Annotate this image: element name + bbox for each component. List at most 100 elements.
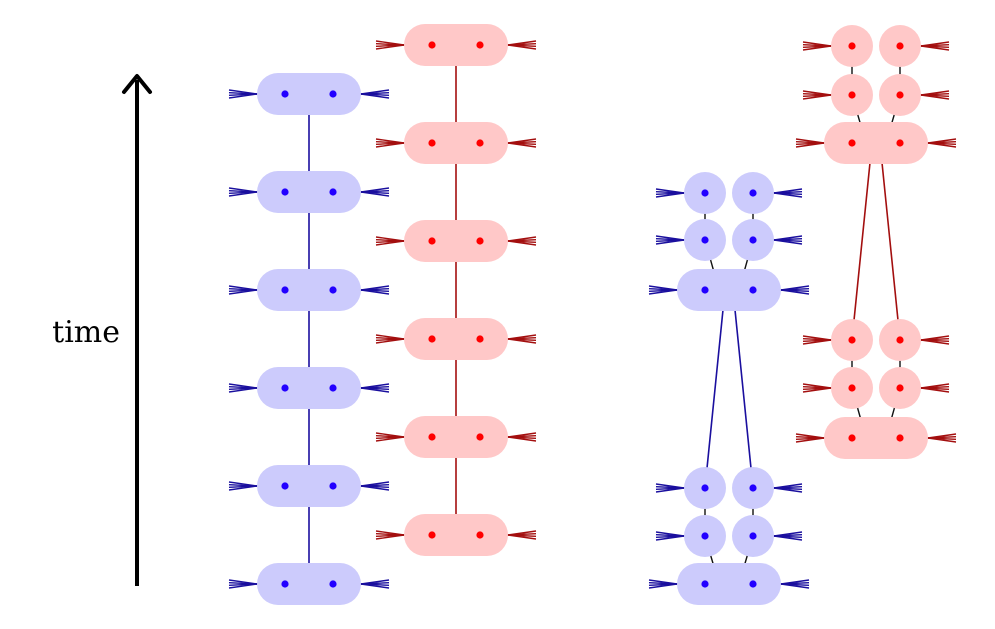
- red-pill-4-body: [404, 318, 508, 360]
- red-pill-6-legs-right-line: [507, 534, 537, 540]
- blue-pair-upper-1-legs-left-line: [655, 192, 685, 198]
- red-pill-3-body: [404, 220, 508, 262]
- blue-pill-6-body: [257, 563, 361, 605]
- blue-pill-5: [228, 465, 390, 507]
- blue-pill-5-particle-left: [281, 482, 289, 490]
- red-pair-lower-1-legs-left-line: [802, 339, 832, 345]
- blue-pill-5-legs-left: [228, 481, 258, 491]
- red-pill-upper-merged-legs-right: [927, 138, 957, 148]
- red-pill-lower-merged-legs-left: [795, 433, 825, 443]
- blue-pill-2-legs-left: [228, 187, 258, 197]
- red-pill-3-legs-left: [375, 236, 405, 246]
- blue-pair-upper-2-legs-left: [655, 235, 685, 245]
- red-pair-upper-1-particle-left: [848, 42, 856, 50]
- blue-pill-6-particle-left: [281, 580, 289, 588]
- blue-pill-2-legs-right: [360, 187, 390, 197]
- blue-pill-3-particle-right: [329, 286, 337, 294]
- blue-pill-3-particle-left: [281, 286, 289, 294]
- blue-pill-3-legs-right: [360, 285, 390, 295]
- blue-pill-1-particle-right: [329, 90, 337, 98]
- blue-pair-lower-1-legs-right-line: [773, 487, 803, 493]
- red-pill-5-legs-right-line: [507, 436, 537, 442]
- red-pair-lower-2-particle-right: [896, 384, 904, 392]
- blue-pair-lower-2: [655, 515, 803, 557]
- red-pill-5-particle-left: [428, 433, 436, 441]
- red-pair-lower-1-particle-left: [848, 336, 856, 344]
- blue-pill-6-legs-right-line: [360, 583, 390, 589]
- blue-pair-upper-2: [655, 219, 803, 261]
- blue-pair-upper-2-particle-right: [749, 236, 757, 244]
- blue-pill-2-legs-left-line: [228, 191, 258, 197]
- blue-pill-lower-merged-legs-left-line: [648, 583, 678, 589]
- blue-pill-6-particle-right: [329, 580, 337, 588]
- blue-pill-4-body: [257, 367, 361, 409]
- blue-pill-lower-merged-legs-right: [780, 579, 810, 589]
- blue-pill-1-legs-right-line: [360, 93, 390, 99]
- red-pill-1-legs-right-line: [507, 44, 537, 50]
- blue-pill-4: [228, 367, 390, 409]
- red-long-line-left: [851, 142, 873, 341]
- red-pill-2-legs-right: [507, 138, 537, 148]
- blue-pair-lower-1-legs-left: [655, 483, 685, 493]
- blue-pill-5-legs-right: [360, 481, 390, 491]
- blue-pill-4-particle-right: [329, 384, 337, 392]
- red-pill-4-legs-right: [507, 334, 537, 344]
- blue-pair-upper-1-legs-left: [655, 188, 685, 198]
- red-pair-lower-1-particle-right: [896, 336, 904, 344]
- red-pill-1-legs-left-line: [375, 44, 405, 50]
- blue-pill-upper-merged-particle-left: [701, 286, 709, 294]
- red-pill-3-legs-right: [507, 236, 537, 246]
- red-pill-4: [375, 318, 537, 360]
- red-pair-upper-1-legs-left: [802, 41, 832, 51]
- red-pair-lower-2-legs-right: [920, 383, 950, 393]
- red-pill-lower-merged-legs-left-line: [795, 437, 825, 443]
- red-pill-1-particle-left: [428, 41, 436, 49]
- blue-pill-1-legs-left: [228, 89, 258, 99]
- blue-pair-upper-2-particle-left: [701, 236, 709, 244]
- red-pill-2-legs-right-line: [507, 142, 537, 148]
- red-pill-5-legs-left-line: [375, 436, 405, 442]
- blue-pill-2: [228, 171, 390, 213]
- red-pair-upper-2-legs-left-line: [802, 94, 832, 100]
- red-pair-upper-2-legs-left: [802, 90, 832, 100]
- blue-pill-4-particle-left: [281, 384, 289, 392]
- red-pill-3-particle-left: [428, 237, 436, 245]
- time-label: time: [52, 315, 120, 350]
- blue-pair-lower-2-legs-left: [655, 531, 685, 541]
- red-pill-lower-merged-particle-right: [896, 434, 904, 442]
- blue-pair-lower-2-particle-right: [749, 532, 757, 540]
- blue-long-line-right: [732, 289, 754, 489]
- blue-pair-upper-2-legs-right-line: [773, 239, 803, 245]
- red-pill-lower-merged-legs-right-line: [927, 437, 957, 443]
- red-pill-upper-merged-particle-left: [848, 139, 856, 147]
- blue-pair-upper-2-legs-left-line: [655, 239, 685, 245]
- red-pair-upper-1-legs-left-line: [802, 45, 832, 51]
- red-pair-lower-1-legs-right: [920, 335, 950, 345]
- blue-pill-6-legs-left-line: [228, 583, 258, 589]
- blue-pair-lower-1-particle-right: [749, 484, 757, 492]
- red-pill-2-particle-left: [428, 139, 436, 147]
- red-long-line-right: [879, 142, 901, 341]
- red-pill-1-legs-left: [375, 40, 405, 50]
- blue-pill-6-legs-right: [360, 579, 390, 589]
- red-pair-lower-2-particle-left: [848, 384, 856, 392]
- blue-pair-lower-2-legs-right-line: [773, 535, 803, 541]
- blue-pill-upper-merged: [648, 269, 810, 311]
- red-pill-6-legs-right: [507, 530, 537, 540]
- red-pill-lower-merged-body: [824, 417, 928, 459]
- red-pill-lower-merged: [795, 417, 957, 459]
- red-pill-5: [375, 416, 537, 458]
- red-pair-upper-2-particle-right: [896, 91, 904, 99]
- blue-pair-upper-1-particle-left: [701, 189, 709, 197]
- red-pill-6-legs-left-line: [375, 534, 405, 540]
- red-pair-upper-2-particle-left: [848, 91, 856, 99]
- red-pill-1-particle-right: [476, 41, 484, 49]
- blue-pill-upper-merged-body: [677, 269, 781, 311]
- red-pill-2-legs-left: [375, 138, 405, 148]
- blue-pill-5-legs-right-line: [360, 485, 390, 491]
- blue-pill-lower-merged: [648, 563, 810, 605]
- blue-pill-6: [228, 563, 390, 605]
- red-pill-4-legs-left: [375, 334, 405, 344]
- red-pill-5-body: [404, 416, 508, 458]
- red-pill-1-body: [404, 24, 508, 66]
